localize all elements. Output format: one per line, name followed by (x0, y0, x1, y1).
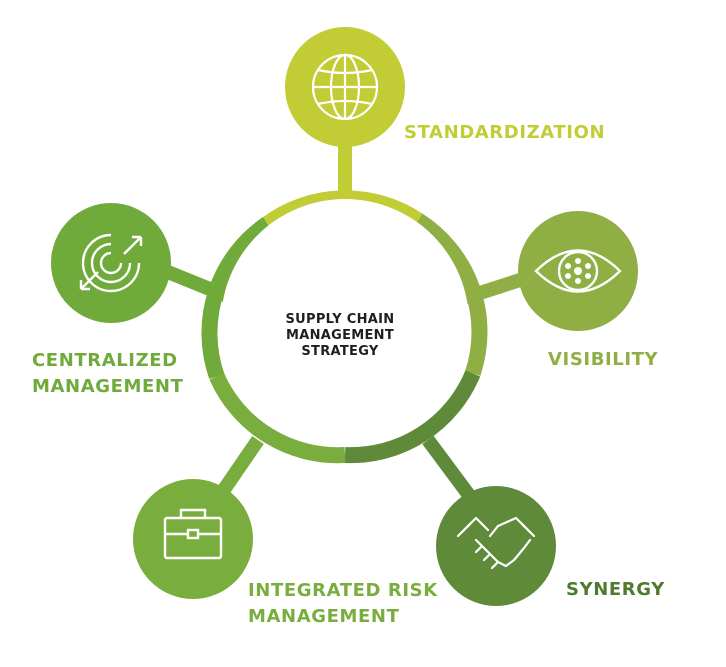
node-circle-centralized (51, 203, 171, 323)
ring-segment-risk (209, 373, 346, 464)
center-disc (221, 199, 469, 447)
label-synergy: SYNERGY (566, 577, 665, 603)
label-line: MANAGEMENT (248, 606, 400, 627)
label-line: INTEGRATED RISK (248, 580, 438, 601)
label-line: CENTRALIZED (32, 350, 178, 371)
ring-segment-synergy (344, 370, 481, 464)
label-visibility: VISIBILITY (548, 347, 658, 373)
ring-segment-standardization (262, 190, 423, 231)
ring-segment-centralized (201, 217, 272, 380)
label-line: SYNERGY (566, 579, 665, 600)
label-standardization: STANDARDIZATION (404, 120, 605, 146)
eye-icon (534, 249, 622, 293)
label-integrated-risk: INTEGRATED RISK MANAGEMENT (248, 578, 438, 630)
briefcase-icon (163, 508, 223, 560)
target-arrows-icon (79, 233, 143, 293)
center-title-line: MANAGEMENT (285, 328, 395, 343)
center-title: SUPPLY CHAIN MANAGEMENT STRATEGY (250, 312, 430, 360)
ring-segment-visibility (413, 213, 488, 376)
node-circle-synergy (436, 486, 556, 606)
label-line: VISIBILITY (548, 349, 659, 370)
center-ring (201, 190, 488, 464)
globe-icon (311, 53, 379, 121)
label-line: MANAGEMENT (32, 376, 184, 397)
label-centralized: CENTRALIZED MANAGEMENT (32, 348, 183, 400)
handshake-icon (456, 516, 536, 570)
center-title-line: STRATEGY (301, 344, 379, 359)
label-line: STANDARDIZATION (404, 122, 606, 143)
center-title-line: SUPPLY CHAIN (285, 312, 395, 327)
